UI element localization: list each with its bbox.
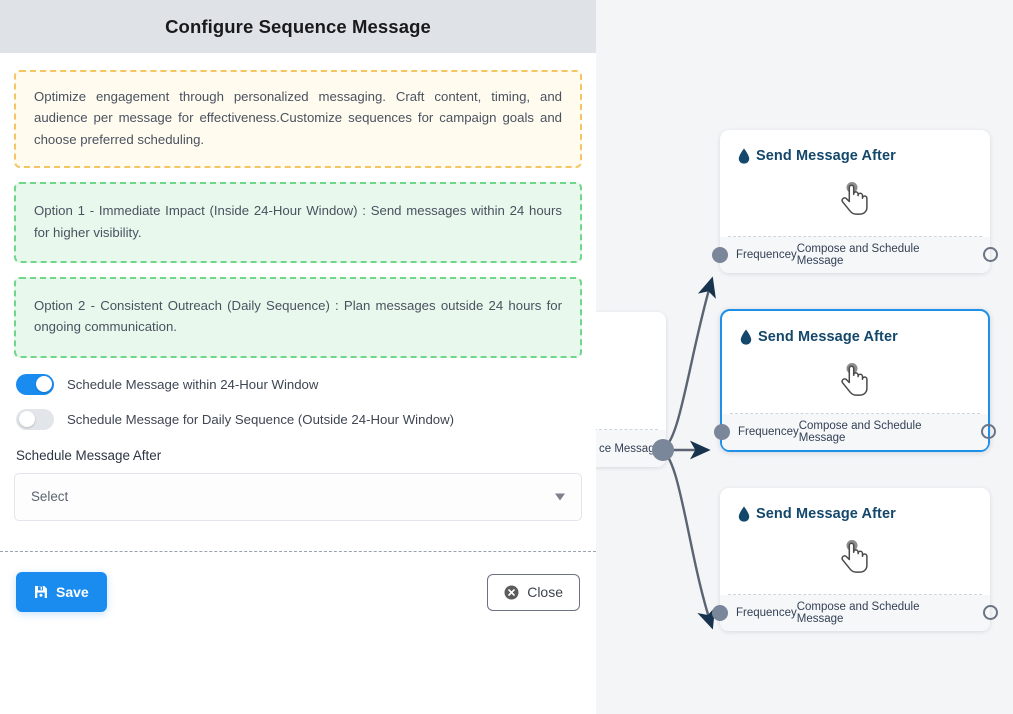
page-title: Configure Sequence Message — [165, 15, 431, 37]
flow-canvas[interactable]: ce Message Send Message After Frequencey — [596, 0, 1013, 714]
panel-footer: Save Close — [0, 552, 596, 632]
toggle-row-within-24h[interactable]: Schedule Message within 24-Hour Window — [16, 373, 582, 395]
node-send-message-after-2[interactable]: Send Message After Frequencey Compose an… — [714, 309, 996, 452]
node-3-divider — [728, 594, 982, 595]
toggle-row-daily-sequence[interactable]: Schedule Message for Daily Sequence (Out… — [16, 408, 582, 430]
node-2-input-port[interactable] — [714, 424, 730, 440]
info-box-option-2: Option 2 - Consistent Outreach (Daily Se… — [14, 276, 582, 358]
node-3-content — [720, 526, 990, 588]
node-1-content — [720, 168, 990, 230]
toggle-within-24h-label: Schedule Message within 24-Hour Window — [67, 376, 319, 392]
node-1-input-port[interactable] — [712, 247, 728, 263]
close-button[interactable]: Close — [487, 573, 580, 611]
schedule-after-select[interactable]: Select — [14, 472, 582, 521]
chevron-down-icon — [555, 493, 565, 501]
footer-divider — [0, 551, 596, 552]
upstream-node-partial[interactable]: ce Message — [596, 312, 666, 467]
node-3-footer: Frequencey Compose and Schedule Message — [720, 595, 990, 631]
node-1-header: Send Message After — [720, 130, 990, 164]
toggle-within-24h[interactable] — [16, 373, 54, 395]
info-box-overview: Optimize engagement through personalized… — [14, 70, 582, 169]
node-3-output-port[interactable] — [983, 605, 998, 620]
node-2-footer: Frequencey Compose and Schedule Message — [722, 414, 988, 450]
node-1-divider — [728, 236, 982, 237]
configure-sequence-panel: Configure Sequence Message Optimize enga… — [0, 0, 596, 632]
save-button[interactable]: Save — [16, 572, 107, 612]
save-button-label: Save — [56, 584, 89, 600]
droplet-icon — [738, 506, 750, 522]
schedule-after-field-group: Schedule Message After Select — [14, 448, 582, 521]
node-2-divider — [730, 413, 980, 414]
node-1-output-port[interactable] — [983, 247, 998, 262]
panel-body: Optimize engagement through personalized… — [0, 53, 596, 521]
node-2-header: Send Message After — [722, 311, 988, 345]
close-icon — [504, 585, 519, 599]
node-send-message-after-1[interactable]: Send Message After Frequencey Compose an… — [712, 130, 998, 273]
node-3-header: Send Message After — [720, 488, 990, 522]
panel-header: Configure Sequence Message — [0, 0, 596, 53]
pointing-hand-icon — [841, 182, 868, 215]
info-box-option-1: Option 1 - Immediate Impact (Inside 24-H… — [14, 182, 582, 263]
droplet-icon — [740, 329, 752, 345]
node-1-frequency-label: Frequencey — [736, 249, 797, 261]
node-2-content — [722, 349, 988, 411]
node-1-compose-label: Compose and Schedule Message — [796, 243, 920, 267]
droplet-icon — [738, 148, 750, 164]
pointing-hand-icon — [841, 540, 868, 573]
node-2-frequency-label: Frequencey — [738, 426, 799, 438]
upstream-node-divider — [596, 429, 658, 430]
node-send-message-after-3[interactable]: Send Message After Frequencey Compose an… — [712, 488, 998, 631]
toggle-daily-sequence[interactable] — [16, 408, 54, 430]
pointing-hand-icon — [841, 363, 868, 396]
upstream-node-body — [596, 312, 666, 429]
toggle-knob — [35, 376, 52, 393]
schedule-toggles: Schedule Message within 24-Hour Window S… — [14, 373, 582, 430]
schedule-after-value: Select — [31, 489, 69, 505]
close-button-label: Close — [527, 584, 563, 600]
save-icon — [35, 586, 47, 598]
node-2-compose-label: Compose and Schedule Message — [798, 420, 922, 444]
toggle-daily-sequence-label: Schedule Message for Daily Sequence (Out… — [67, 411, 455, 427]
node-3-title: Send Message After — [756, 506, 896, 522]
node-1-footer: Frequencey Compose and Schedule Message — [720, 237, 990, 273]
upstream-node-footer-label: ce Message — [598, 442, 661, 455]
node-1-title: Send Message After — [756, 148, 896, 164]
upstream-node-output-port[interactable] — [652, 439, 674, 461]
schedule-after-label: Schedule Message After — [16, 447, 162, 463]
node-2-output-port[interactable] — [981, 424, 996, 439]
node-3-input-port[interactable] — [712, 605, 728, 621]
node-3-compose-label: Compose and Schedule Message — [796, 601, 920, 625]
node-3-frequency-label: Frequencey — [736, 607, 797, 619]
node-2-title: Send Message After — [758, 329, 898, 345]
toggle-knob — [18, 411, 35, 428]
